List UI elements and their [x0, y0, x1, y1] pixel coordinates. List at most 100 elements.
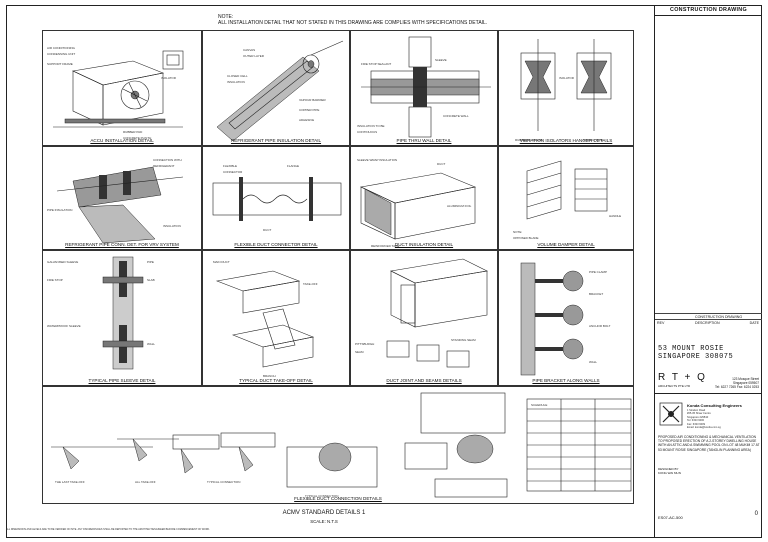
signature-name: KONG WAI MUN — [658, 471, 681, 475]
svg-text:ANCHOR BOLT: ANCHOR BOLT — [589, 324, 611, 328]
svg-text:VAPOUR BARRIER: VAPOUR BARRIER — [299, 98, 326, 102]
vibration-isolators-drawing: RUBBER IN SHEAR SPRING TYPE ISOLATOR — [515, 39, 612, 142]
svg-text:COPPER PIPE: COPPER PIPE — [299, 108, 319, 112]
sheet-scale: SCALE: N.T.S — [310, 519, 338, 524]
svg-text:RUBBER IN SHEAR: RUBBER IN SHEAR — [515, 138, 543, 142]
svg-text:FLANGE: FLANGE — [287, 164, 299, 168]
svg-text:OPPOSED BLADE: OPPOSED BLADE — [513, 236, 539, 240]
svg-text:CLOSED CELL: CLOSED CELL — [227, 74, 248, 78]
svg-text:SUPPORT FRAME: SUPPORT FRAME — [47, 62, 73, 66]
consultant-line: Email: konda@konda.com.sg — [687, 426, 721, 430]
svg-text:PIPE INSULATION: PIPE INSULATION — [47, 208, 72, 212]
volume-damper-drawing: NOTE:OPPOSED BLADE HANDLE — [513, 160, 621, 240]
revision-header-rev: REV — [657, 321, 665, 325]
svg-text:REINFORCED TAPE: REINFORCED TAPE — [371, 244, 399, 248]
svg-text:TAKE-OFF: TAKE-OFF — [303, 282, 318, 286]
svg-text:INSULATION TO BE: INSULATION TO BE — [357, 124, 385, 128]
svg-text:CONCRETE WALL: CONCRETE WALL — [443, 114, 469, 118]
svg-text:THE LAST TAKE-OFF: THE LAST TAKE-OFF — [55, 480, 85, 484]
caption-flexible-duct-connection: FLEXIBLE DUCT CONNECTION DETAILS — [294, 496, 382, 501]
panel-volume-damper: NOTE:OPPOSED BLADE HANDLE VOLUME DAMPER … — [498, 146, 634, 250]
architect-address-1: 123 Mosque Street — [732, 377, 759, 381]
svg-text:CONCRETE PLINTH: CONCRETE PLINTH — [123, 136, 151, 140]
svg-text:SLEEVE WRAP INSULATION: SLEEVE WRAP INSULATION — [357, 158, 397, 162]
note-text: ALL INSTALLATION DETAIL THAT NOT STATED … — [218, 20, 488, 26]
title-block: CONSTRUCTION DRAWING CONSTRUCTION DRAWIN… — [654, 5, 762, 538]
caption-pipe-bracket: PIPE BRACKET ALONG WALLS — [532, 378, 600, 383]
drawing-number: ES07-AC-500 — [658, 515, 683, 520]
svg-text:SPRING TYPE: SPRING TYPE — [583, 138, 603, 142]
svg-text:OUTER LAYER: OUTER LAYER — [243, 54, 265, 58]
revision-header-desc: DESCRIPTION — [695, 321, 720, 325]
footer-note: ALL DIMENSIONS AND LEVELS ARE TO BE VERI… — [6, 528, 210, 531]
project-description: PROPOSED AIR CONDITIONING & MECHANICAL V… — [658, 435, 760, 452]
consultant-logo-icon — [659, 402, 683, 426]
consultant-line: Tel: 6333 9000 — [687, 419, 705, 423]
svg-text:CANVAS: CANVAS — [243, 48, 255, 52]
drawing-frame — [6, 5, 762, 538]
svg-text:SEAM: SEAM — [355, 350, 364, 354]
caption-pipe-thru-wall: PIPE THRU WALL DETAIL — [396, 138, 452, 143]
project-address: 53 MOUNT ROSIE SINGAPORE 308075 — [658, 345, 733, 361]
svg-text:BRACKET: BRACKET — [589, 292, 603, 296]
svg-text:FLEXIBLE: FLEXIBLE — [223, 164, 237, 168]
architect-address-2: Singapore 059507 — [732, 381, 759, 385]
caption-duct-joint-seams: DUCT JOINT AND SEAMS DETAILS — [386, 378, 462, 383]
caption-accu-installation: ACCU INSTALLATION DETAIL — [90, 138, 154, 143]
project-line-2: SINGAPORE 308075 — [658, 353, 734, 361]
sheet-title: ACMV STANDARD DETAILS 1 — [282, 510, 366, 516]
caption-flexible-duct-connector: FLEXIBLE DUCT CONNECTOR DETAIL — [234, 242, 318, 247]
svg-text:INSULATION: INSULATION — [163, 224, 181, 228]
caption-duct-takeoff: TYPICAL DUCT TAKE-OFF DETAIL — [239, 378, 313, 383]
caption-volume-damper: VOLUME DAMPER DETAIL — [537, 242, 595, 247]
consultant-block: Konda Consulting Engineers 1 Stratton Ro… — [655, 393, 762, 434]
consultant-address: 1 Stratton Road #05-05 Shaw Centre Singa… — [687, 409, 721, 429]
svg-text:WALL: WALL — [589, 360, 597, 364]
svg-text:PIPE CLAMP: PIPE CLAMP — [589, 270, 607, 274]
svg-text:ADHESIVE: ADHESIVE — [299, 118, 314, 122]
caption-refrigerant-conn: REFRIGERANT PIPE CONN. DET. FOR VRV SYST… — [65, 242, 179, 247]
revision-header-row: REV DESCRIPTION DATE — [655, 319, 762, 326]
svg-text:AIR CONDITIONING: AIR CONDITIONING — [47, 46, 76, 50]
panel-flexible-duct-connection: THE LAST TAKE-OFF ALL TAKE-OFF TYPICAL CO… — [42, 386, 634, 504]
svg-text:SCHEDULE: SCHEDULE — [531, 403, 547, 407]
signature-block: DESIGNED BY KONG WAI MUN — [658, 467, 681, 475]
svg-text:BRANCH: BRANCH — [263, 374, 276, 378]
svg-text:REFRIGERANT: REFRIGERANT — [153, 164, 175, 168]
note-heading: NOTE: — [218, 14, 234, 20]
caption-vibration-isolators: VIBRATION ISOLATORS HANGER DETAILS — [519, 138, 613, 143]
svg-text:ALL TAKE-OFF: ALL TAKE-OFF — [135, 480, 156, 484]
pipe-bracket-drawing: PIPE CLAMP BRACKET ANCHOR BOLT WALL — [520, 262, 611, 376]
svg-text:SLEEVE: SLEEVE — [435, 58, 447, 62]
svg-text:PITTSBURGH: PITTSBURGH — [355, 342, 374, 346]
architect-address-3: Tel: 6227 7265 Fax: 6224 0253 — [715, 385, 759, 389]
svg-text:GALVANISED SLEEVE: GALVANISED SLEEVE — [47, 260, 78, 264]
architect-address: 123 Mosque Street Singapore 059507 Tel: … — [715, 377, 759, 389]
general-note: NOTE: ALL INSTALLATION DETAIL THAT NOT S… — [218, 14, 487, 26]
architect-logo: R T + Q — [658, 372, 707, 383]
svg-text:NOTE:: NOTE: — [513, 230, 522, 234]
svg-text:ALUMINIUM FOIL: ALUMINIUM FOIL — [447, 204, 472, 208]
caption-refrigerant-insulation: REFRIGERANT PIPE INSULATION DETAIL — [230, 138, 322, 143]
signature-label: DESIGNED BY — [658, 467, 679, 471]
caption-pipe-sleeve: TYPICAL PIPE SLEEVE DETAIL — [88, 378, 156, 383]
consultant-line: Fax: 6333 9009 — [687, 422, 706, 426]
svg-text:ISOLATOR: ISOLATOR — [559, 76, 575, 80]
revision-description: CONSTRUCTION DRAWING — [695, 315, 743, 319]
revision-row: CONSTRUCTION DRAWING — [655, 313, 762, 320]
svg-text:RUBBER PAD: RUBBER PAD — [123, 130, 143, 134]
svg-text:TYPICAL CONNECTION: TYPICAL CONNECTION — [207, 480, 240, 484]
svg-text:CONTINUOUS: CONTINUOUS — [357, 130, 377, 134]
